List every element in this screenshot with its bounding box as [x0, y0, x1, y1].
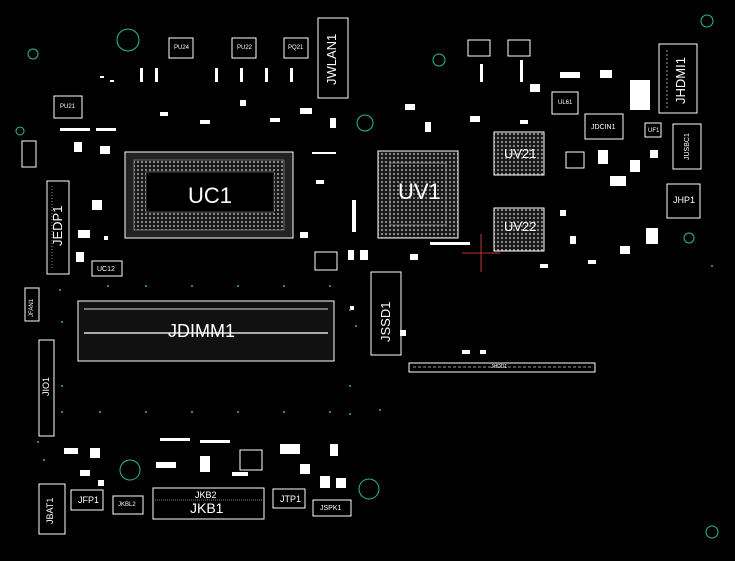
label-uf1: UF1 [648, 128, 660, 134]
label-pu21: PU21 [60, 104, 76, 110]
pu24-ic [168, 37, 194, 59]
label-jedp1: JEDP1 [50, 205, 65, 246]
ic-near-uv21 [565, 151, 585, 169]
label-jkb2: JKB2 [195, 490, 217, 500]
jfp1-connector [70, 489, 104, 511]
label-pq21: PQ21 [288, 45, 304, 51]
vias [37, 265, 713, 461]
jkbl2-connector [112, 495, 144, 515]
ic-top-left-pair-1 [467, 39, 491, 57]
label-jbat1: JBAT1 [45, 497, 55, 524]
label-jdcin1: JDCIN1 [591, 124, 616, 131]
jwlan1-connector [317, 17, 349, 99]
label-uv21: UV21 [504, 146, 537, 161]
uc12-ic [91, 260, 123, 277]
uv1-gpu-package [377, 150, 459, 239]
jfan1-connector [24, 287, 40, 322]
jedp1-connector [46, 180, 70, 275]
label-jhdd1: JHDD1 [491, 364, 508, 370]
jhp1-connector [666, 183, 701, 219]
uc1-cpu-package [124, 151, 294, 239]
label-jhdmi1: JHDMI1 [673, 57, 688, 104]
ic-near-ssd [314, 251, 338, 271]
label-jkb1: JKB1 [190, 500, 224, 516]
label-pu22: PU22 [237, 45, 253, 51]
jtp1-connector [272, 488, 306, 509]
label-jssd1: JSSD1 [378, 301, 393, 342]
label-jdimm1: JDIMM1 [168, 321, 235, 341]
uv21-memory-package [493, 131, 545, 176]
label-uc12: UC12 [97, 266, 115, 273]
uv22-memory-package [493, 207, 545, 252]
label-jusbc1: JUSBC1 [684, 133, 691, 160]
crosshair-marker [462, 234, 500, 272]
pu21-ic [53, 95, 83, 119]
label-uv22: UV22 [504, 219, 537, 234]
ul61-ic [551, 91, 579, 115]
label-ul61: UL61 [558, 100, 573, 106]
jbat1-connector [38, 483, 66, 535]
jspk1-connector [312, 499, 352, 517]
label-jspk1: JSPK1 [320, 505, 342, 512]
pq21-ic [283, 37, 309, 59]
ic-left-edge [21, 140, 37, 168]
uf1-ic [644, 122, 662, 138]
passive-components [60, 60, 658, 488]
jssd1-connector [370, 271, 402, 356]
jhdd1-connector [408, 362, 596, 373]
jhdmi1-connector [658, 43, 698, 114]
label-jwlan1: JWLAN1 [324, 33, 339, 85]
label-jkbl2: JKBL2 [118, 502, 136, 508]
label-jtp1: JTP1 [280, 494, 302, 504]
jusbc1-connector [672, 123, 702, 170]
label-jhp1: JHP1 [673, 195, 696, 205]
ic-top-left-pair-2 [507, 39, 531, 57]
label-pu24: PU24 [174, 45, 190, 51]
mounting-holes [15, 14, 719, 539]
label-jfan1: JFAN1 [29, 298, 35, 317]
jdimm1-slot [77, 300, 335, 362]
jio1-connector [38, 339, 55, 437]
label-uv1: UV1 [398, 179, 441, 204]
jkb1-connector [152, 487, 265, 520]
label-jio1: JIO1 [41, 376, 51, 396]
label-jfp1: JFP1 [78, 495, 100, 505]
audio-codec-ic [239, 449, 263, 471]
label-uc1: UC1 [188, 183, 233, 208]
pu22-ic [231, 37, 257, 59]
jdcin1-connector [584, 113, 624, 140]
